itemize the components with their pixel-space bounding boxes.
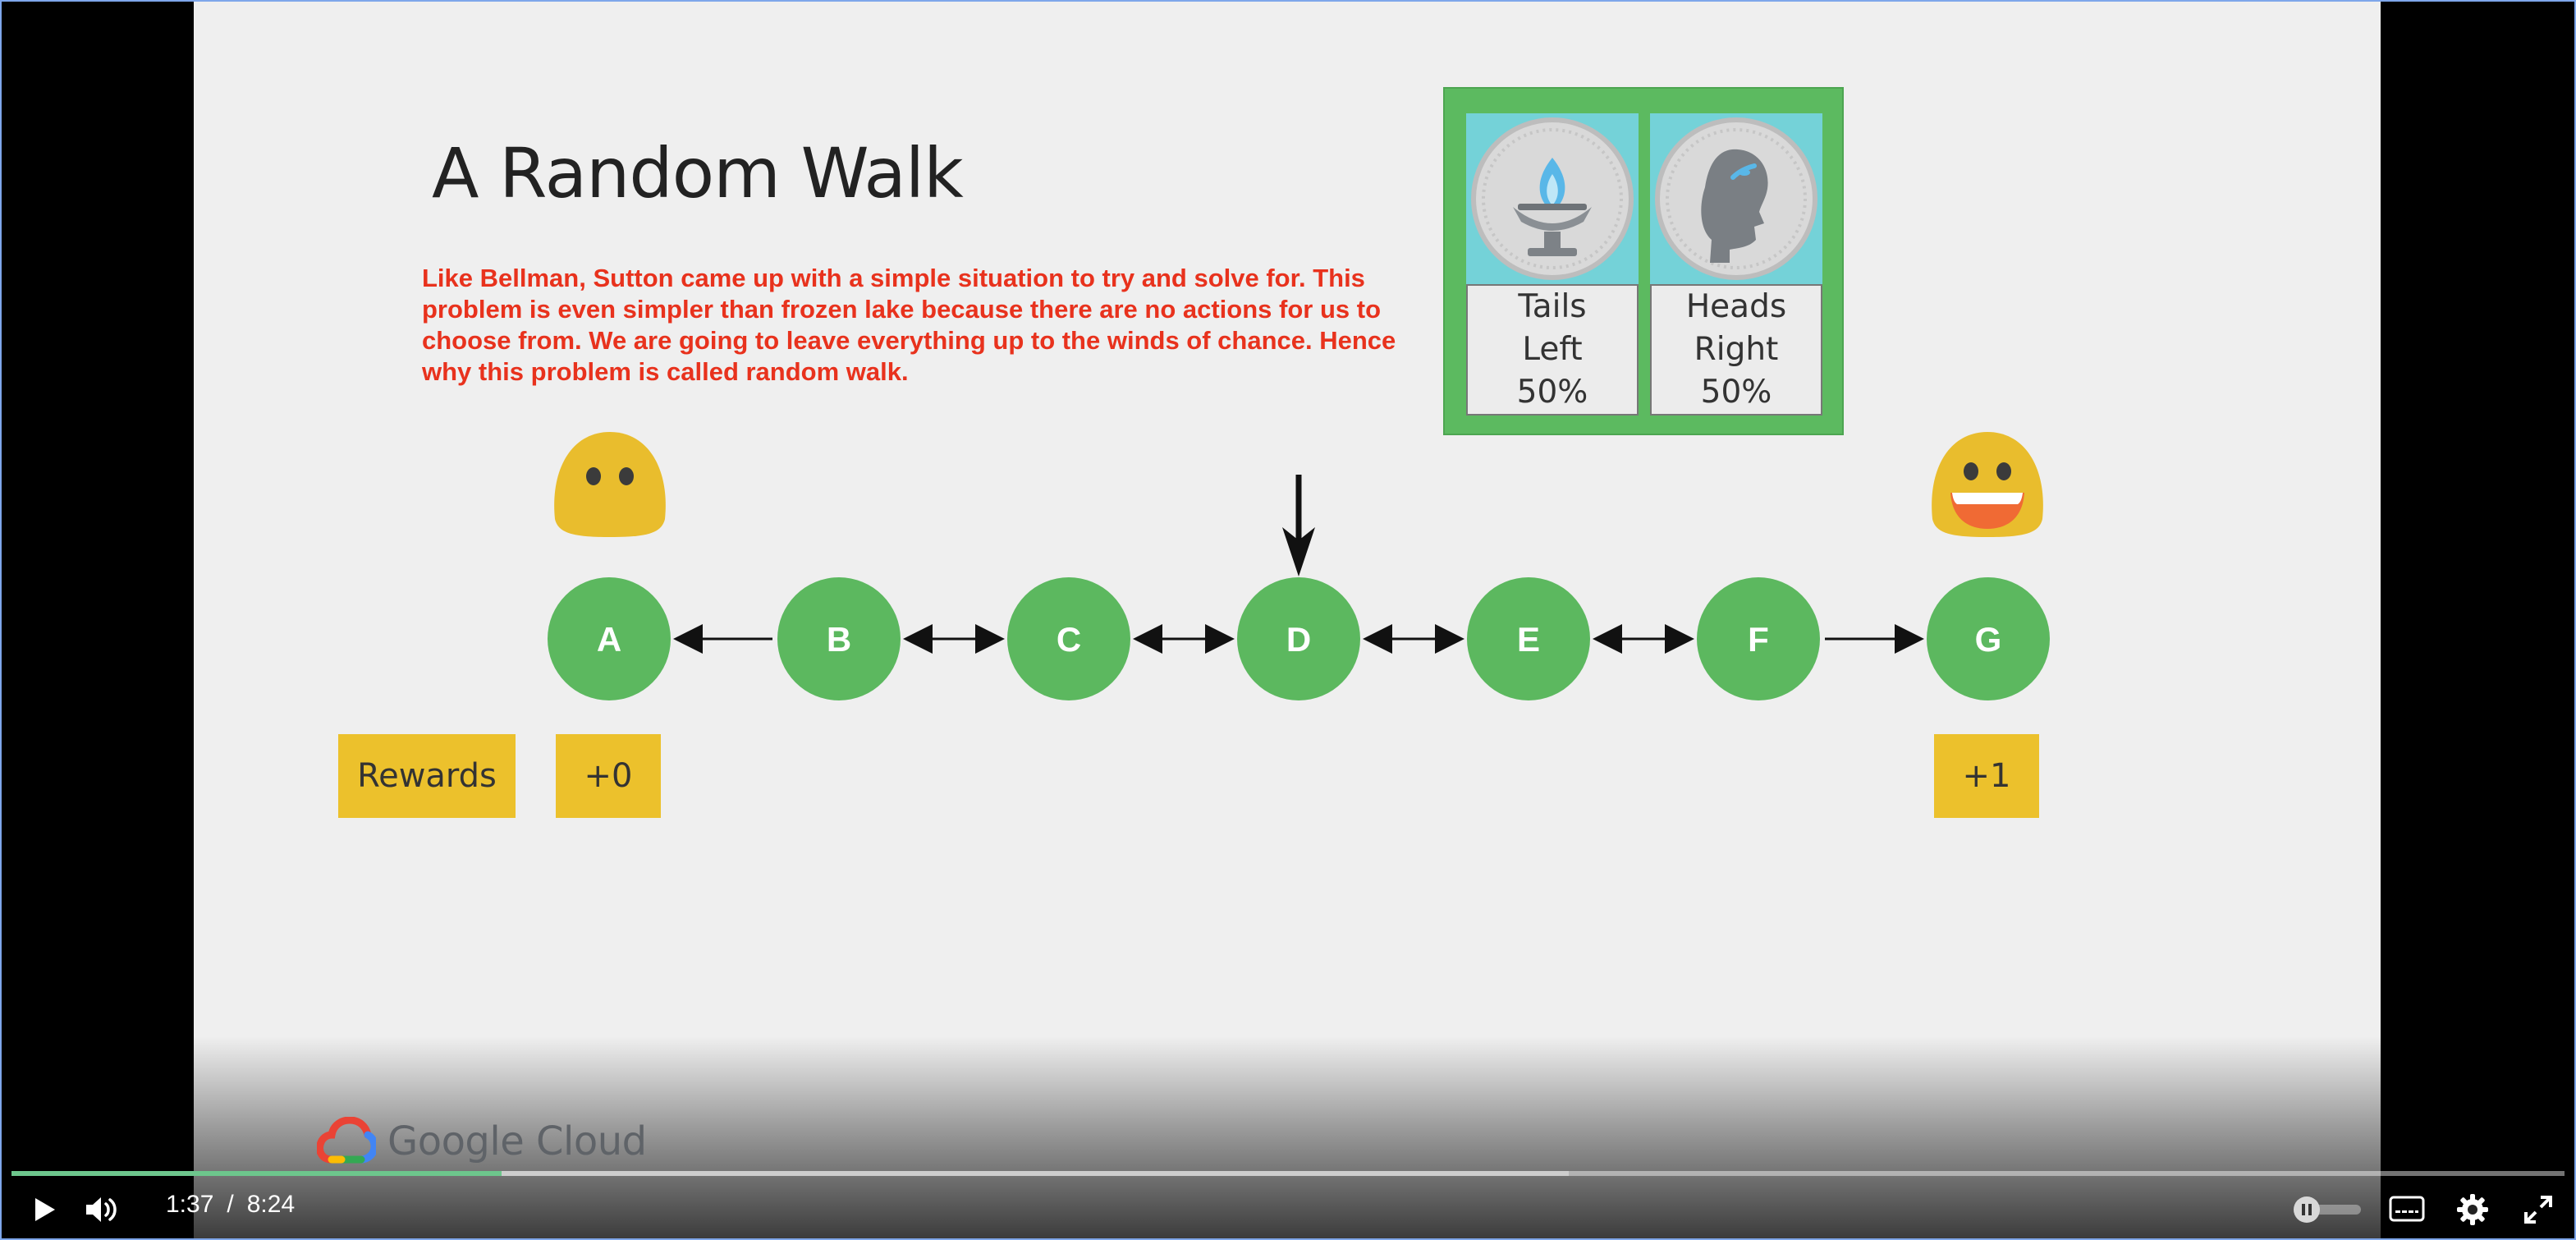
coin-legend: Tails Left 50% Heads Ri (1443, 87, 1844, 435)
duration: 8:24 (246, 1191, 296, 1218)
settings-button[interactable] (2448, 1181, 2497, 1238)
google-cloud-logo: Google Cloud (317, 1117, 647, 1166)
state-node-label: E (1517, 620, 1540, 659)
logo-text: Google Cloud (387, 1118, 647, 1164)
neutral-face-icon (547, 429, 673, 543)
state-node (1237, 577, 1360, 700)
cloud-icon (317, 1117, 376, 1164)
settings-icon (2457, 1194, 2488, 1225)
current-time: 1:37 (166, 1191, 214, 1218)
state-node (1697, 577, 1820, 700)
control-bar (2, 1181, 2574, 1238)
reward-left: +0 (556, 734, 661, 818)
state-node (777, 577, 901, 700)
pause-toggle[interactable] (2287, 1181, 2366, 1238)
state-node (1927, 577, 2050, 700)
slide-caption: Like Bellman, Sutton came up with a simp… (422, 264, 1396, 386)
slide-title: A Random Walk (432, 133, 964, 214)
start-arrow-head (1282, 527, 1315, 576)
controls-gradient (194, 1036, 2381, 1238)
state-node-label: F (1748, 620, 1769, 659)
coin-probability: 50% (1516, 374, 1588, 411)
volume-button[interactable] (80, 1181, 126, 1238)
coin-card-tails: Tails Left 50% (1466, 113, 1639, 416)
captions-button[interactable] (2382, 1181, 2432, 1238)
coin-probability: 50% (1700, 374, 1772, 411)
play-icon (35, 1198, 55, 1221)
fullscreen-button[interactable] (2514, 1181, 2563, 1238)
time-separator: / (227, 1191, 234, 1218)
buffered-bar (11, 1171, 1570, 1176)
progress-bar[interactable] (11, 1171, 2565, 1176)
heads-coin-icon (1650, 113, 1822, 284)
volume-icon (86, 1197, 117, 1222)
state-node (1467, 577, 1590, 700)
tails-coin-icon (1466, 113, 1639, 284)
coin-direction: Right (1694, 331, 1779, 368)
state-node-label: B (827, 620, 851, 659)
time-display: 1:37 / 8:24 (159, 1191, 301, 1219)
pause-toggle-icon (2294, 1196, 2361, 1223)
fullscreen-icon (2524, 1196, 2552, 1224)
state-node (1007, 577, 1130, 700)
grinning-face-icon (1924, 429, 2051, 543)
state-node (548, 577, 671, 700)
coin-face: Heads (1685, 288, 1787, 325)
captions-icon (2389, 1196, 2425, 1222)
state-node-label: A (597, 620, 621, 659)
state-node-label: G (1975, 620, 2002, 659)
progress-fill (11, 1171, 502, 1176)
state-node-label: D (1286, 620, 1311, 659)
state-node-label: C (1057, 620, 1081, 659)
play-button[interactable] (21, 1181, 67, 1238)
random-walk-diagram: A B C D E F G (548, 475, 2050, 700)
coin-label-heads: Heads Right 50% (1650, 284, 1822, 416)
slide: A Random Walk Like Bellman, Sutton came … (194, 2, 2381, 1238)
coin-label-tails: Tails Left 50% (1466, 284, 1639, 416)
coin-face: Tails (1518, 288, 1587, 325)
rewards-label: Rewards (338, 734, 516, 818)
reward-right: +1 (1934, 734, 2039, 818)
coin-card-heads: Heads Right 50% (1650, 113, 1822, 416)
coin-direction: Left (1522, 331, 1583, 368)
